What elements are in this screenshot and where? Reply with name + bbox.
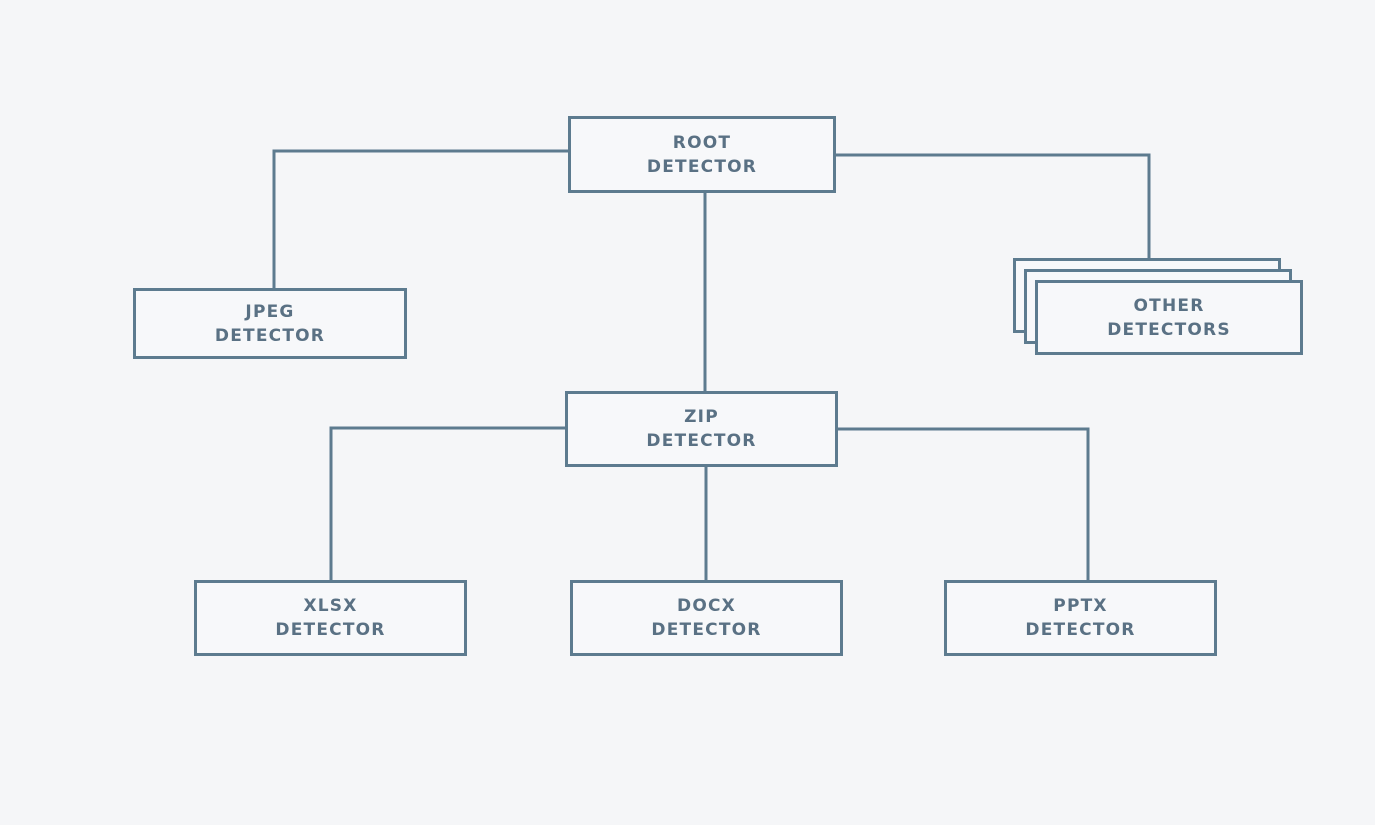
node-xlsx-detector[interactable]: XLSX DETECTOR <box>194 580 467 656</box>
edge-zip-to-xlsx <box>329 426 567 583</box>
node-jpeg-detector-line2: DETECTOR <box>214 325 326 346</box>
node-zip-detector-line1: ZIP <box>684 407 719 427</box>
node-root-detector-line2: DETECTOR <box>646 156 758 177</box>
node-xlsx-detector-line2: DETECTOR <box>275 620 386 640</box>
node-zip-detector-line2: DETECTOR <box>646 431 757 451</box>
edge-root-to-other <box>834 153 1151 264</box>
node-docx-detector[interactable]: DOCX DETECTOR <box>570 580 843 656</box>
node-pptx-detector-line1: PPTX <box>1053 596 1108 616</box>
node-other-detectors-line1: OTHER <box>1133 295 1205 316</box>
node-jpeg-detector[interactable]: JPEG DETECTOR <box>133 288 407 359</box>
node-xlsx-detector-line1: XLSX <box>303 596 358 616</box>
node-pptx-detector-line2: DETECTOR <box>1025 620 1136 640</box>
edge-zip-to-pptx <box>836 427 1090 583</box>
node-other-detectors-line2: DETECTORS <box>1107 319 1231 340</box>
edge-root-to-jpeg <box>272 149 570 292</box>
node-root-detector[interactable]: ROOT DETECTOR <box>568 116 836 193</box>
node-docx-detector-line2: DETECTOR <box>651 620 762 640</box>
node-pptx-detector[interactable]: PPTX DETECTOR <box>944 580 1217 656</box>
node-root-detector-line1: ROOT <box>672 132 732 153</box>
node-docx-detector-line1: DOCX <box>677 596 736 616</box>
node-jpeg-detector-line1: JPEG <box>245 301 295 322</box>
node-other-detectors[interactable]: OTHER DETECTORS <box>1035 280 1303 355</box>
node-zip-detector[interactable]: ZIP DETECTOR <box>565 391 838 467</box>
